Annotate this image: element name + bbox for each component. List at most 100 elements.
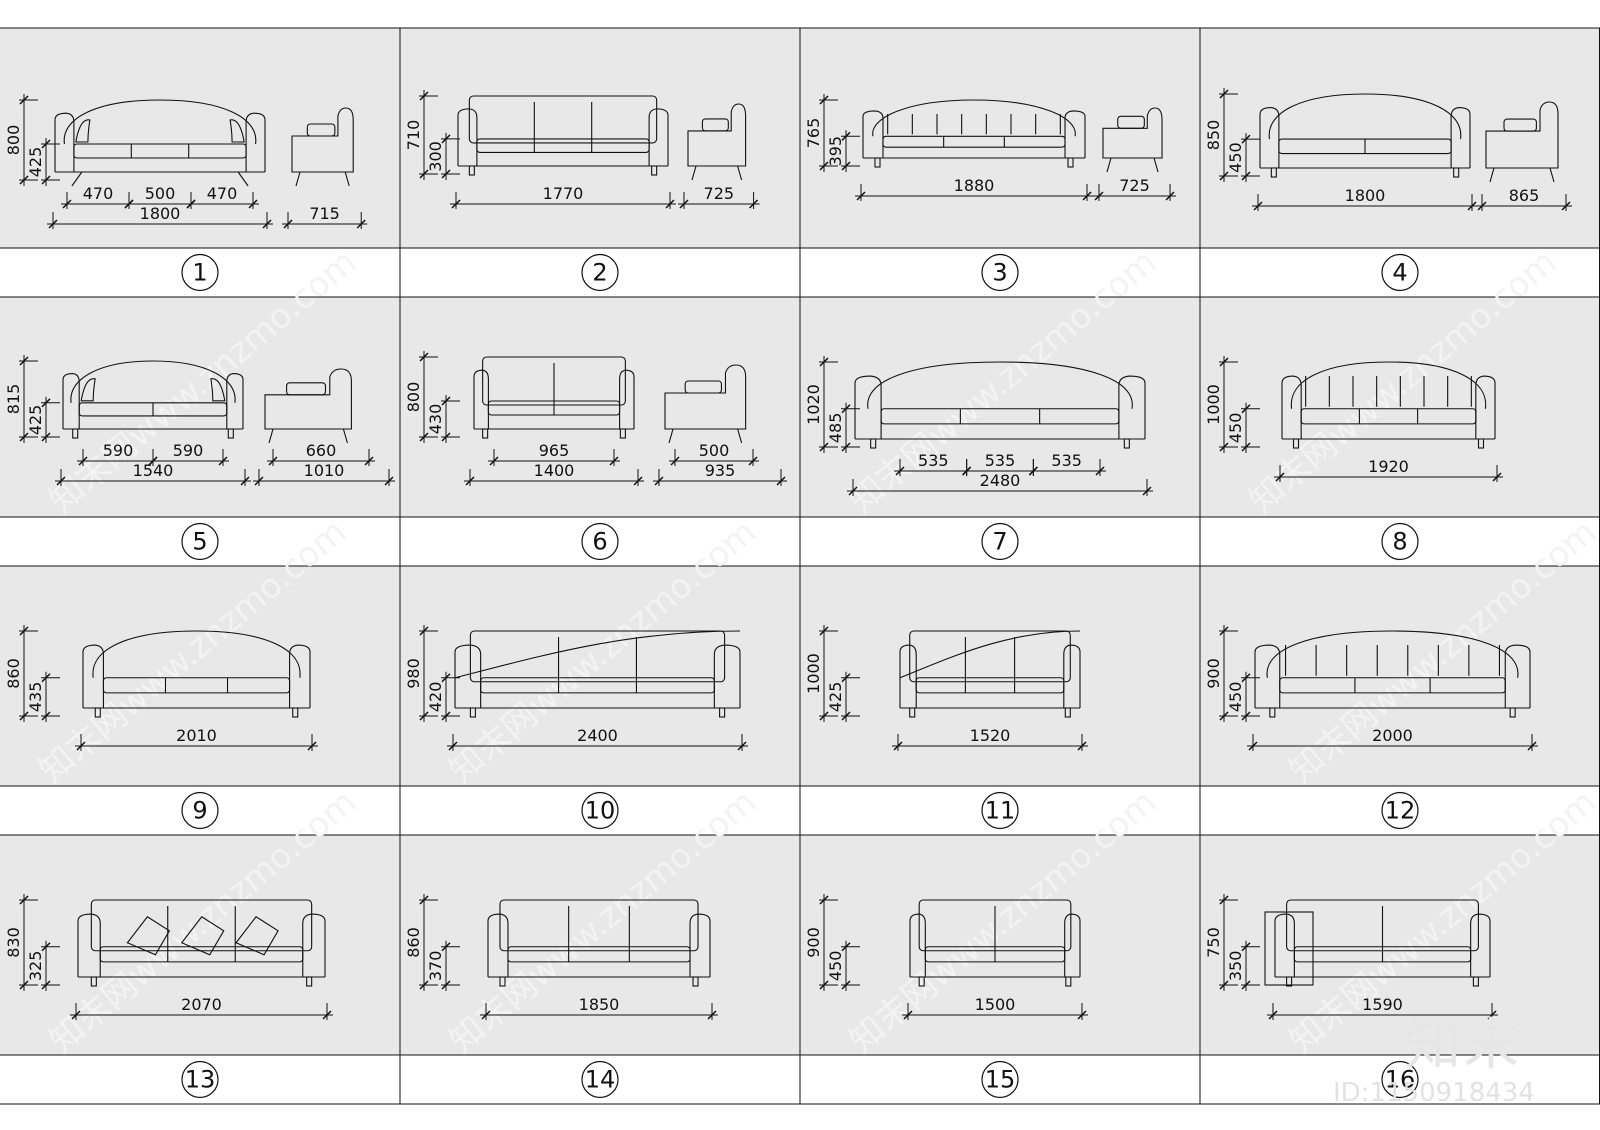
id-code: ID:1150918434 bbox=[1333, 1078, 1535, 1108]
seat-cushion-row bbox=[102, 677, 291, 694]
leg-right bbox=[651, 165, 658, 176]
height-dim-total: 860 bbox=[404, 927, 423, 958]
sofa-back bbox=[469, 630, 726, 683]
item-number-circle bbox=[1381, 791, 1419, 830]
seat-cushion-row bbox=[880, 408, 1120, 425]
width-dim-2: 500 bbox=[145, 184, 176, 203]
pillow-right bbox=[210, 378, 226, 402]
item-number-circle bbox=[1381, 253, 1419, 292]
item-number-circle bbox=[981, 253, 1019, 292]
item-number-circle bbox=[181, 522, 219, 561]
arm-left bbox=[77, 913, 101, 977]
pillow-right bbox=[229, 119, 245, 143]
item-number: 13 bbox=[185, 1066, 216, 1094]
arm-left bbox=[82, 644, 104, 708]
arm-right bbox=[1470, 913, 1491, 977]
width-dim-side: 725 bbox=[704, 184, 735, 203]
leg-left bbox=[874, 157, 881, 168]
leg-left bbox=[469, 707, 476, 718]
height-dim-total: 980 bbox=[404, 658, 423, 689]
leg-right bbox=[237, 171, 249, 187]
width-dim-side-seat: 500 bbox=[699, 441, 730, 460]
side-view-cushion bbox=[286, 382, 327, 396]
sofa-back bbox=[499, 899, 699, 952]
width-dim-2: 590 bbox=[173, 441, 204, 460]
height-dim-total: 800 bbox=[4, 125, 23, 156]
sofa-back bbox=[867, 361, 1133, 409]
item-number-circle bbox=[581, 791, 619, 830]
seat-cushion-row bbox=[507, 946, 691, 963]
sheet-grid bbox=[0, 27, 1600, 1105]
arm-right bbox=[619, 369, 635, 429]
arm-right bbox=[1063, 644, 1081, 708]
item-number: 8 bbox=[1392, 528, 1407, 556]
arm-right bbox=[1450, 106, 1471, 168]
item-number-circle bbox=[981, 791, 1019, 830]
arm-left bbox=[454, 644, 482, 708]
height-dim-total: 800 bbox=[404, 382, 423, 413]
arm-left bbox=[1254, 644, 1281, 708]
side-leg-front bbox=[1489, 167, 1495, 183]
width-dim-total: 1500 bbox=[975, 995, 1016, 1014]
width-dim-side: 725 bbox=[1119, 176, 1150, 195]
height-dim-seat: 425 bbox=[26, 147, 45, 178]
item-number: 7 bbox=[992, 528, 1007, 556]
width-dim-total: 1540 bbox=[133, 461, 174, 480]
side-view-cushion bbox=[1117, 115, 1145, 129]
leg-right bbox=[1453, 167, 1460, 178]
width-dim-total: 1920 bbox=[1368, 457, 1409, 476]
item-number: 14 bbox=[585, 1066, 616, 1094]
width-dim-side: 715 bbox=[309, 204, 340, 223]
width-dim-1: 535 bbox=[918, 451, 949, 470]
leg-right bbox=[619, 428, 626, 439]
arm-left bbox=[1259, 106, 1280, 168]
leg-left bbox=[870, 438, 877, 449]
height-dim-total: 710 bbox=[404, 120, 423, 151]
side-view-body bbox=[687, 103, 747, 167]
height-dim-seat: 395 bbox=[826, 136, 845, 167]
throw-pillow-2 bbox=[180, 916, 225, 956]
seat-cushion-row bbox=[882, 135, 1066, 148]
height-dim-total: 830 bbox=[4, 927, 23, 958]
side-leg-front bbox=[295, 171, 301, 187]
width-dim-total: 2010 bbox=[176, 726, 217, 745]
width-dim-total: 2000 bbox=[1372, 726, 1413, 745]
width-dim-side: 865 bbox=[1509, 186, 1540, 205]
item-number-circle bbox=[1381, 1060, 1419, 1099]
throw-pillow-3 bbox=[235, 916, 279, 956]
item-number: 6 bbox=[592, 528, 607, 556]
side-view-cushion bbox=[684, 380, 722, 394]
leg-left bbox=[72, 428, 79, 439]
leg-right bbox=[719, 707, 726, 718]
item-number: 2 bbox=[592, 259, 607, 287]
seat-cushion-row bbox=[73, 143, 247, 159]
arm-right bbox=[1064, 110, 1086, 158]
item-number-circle bbox=[181, 791, 219, 830]
height-dim-seat: 300 bbox=[426, 141, 445, 172]
width-dim-total: 1590 bbox=[1362, 995, 1403, 1014]
arm-right bbox=[648, 108, 669, 166]
height-dim-seat: 325 bbox=[26, 951, 45, 982]
chaise-back-curve bbox=[454, 630, 741, 679]
height-dim-seat: 450 bbox=[1226, 682, 1245, 713]
height-dim-total: 1000 bbox=[804, 653, 823, 694]
side-leg-front bbox=[1106, 157, 1112, 173]
width-dim-side: 1010 bbox=[304, 461, 345, 480]
side-leg-back bbox=[737, 428, 743, 444]
item-number-circle bbox=[581, 522, 619, 561]
arm-left bbox=[862, 110, 884, 158]
side-leg-front bbox=[268, 428, 274, 444]
arm-left bbox=[1274, 913, 1295, 977]
side-table bbox=[1264, 911, 1314, 986]
arm-right bbox=[1475, 375, 1496, 439]
arm-left bbox=[487, 913, 509, 977]
